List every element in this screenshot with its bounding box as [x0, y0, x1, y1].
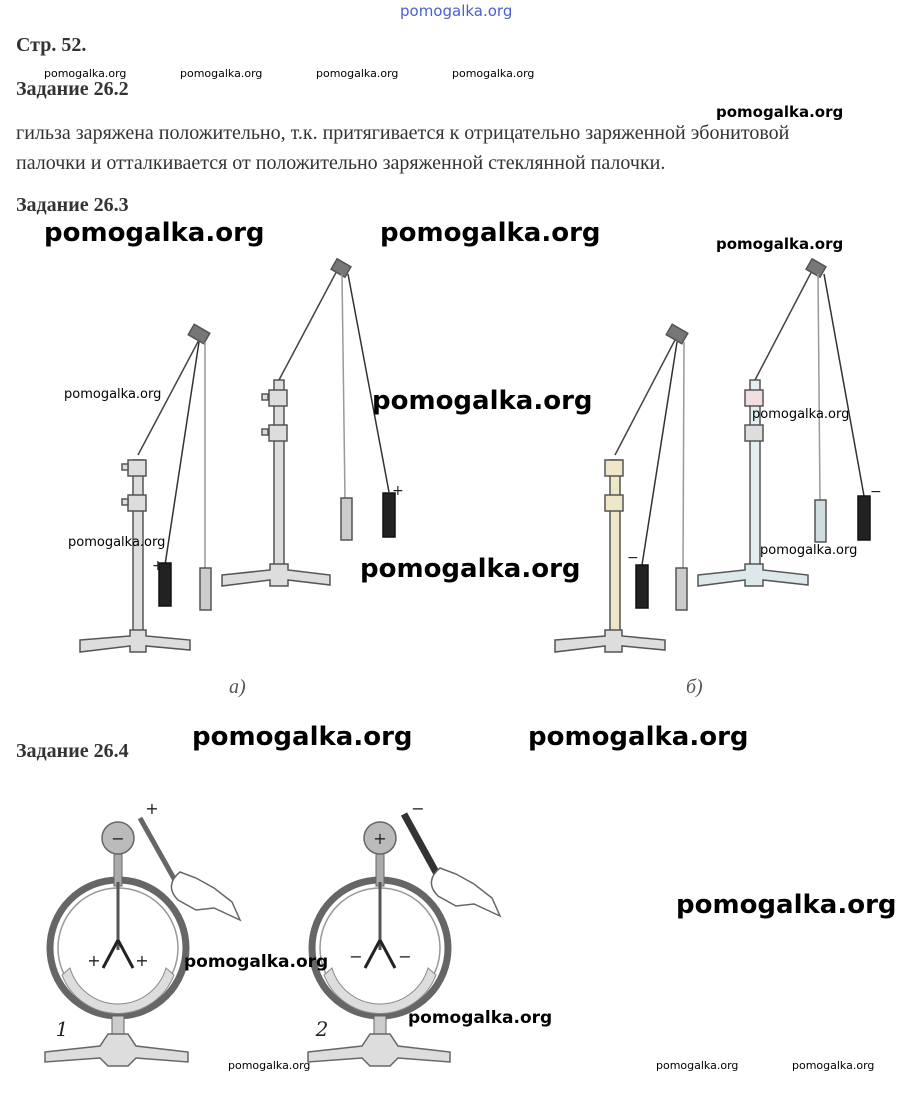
watermark: pomogalka.org [656, 1059, 739, 1072]
watermark: pomogalka.org [760, 543, 858, 558]
e2-ball-sign: + [373, 829, 386, 848]
e1-leaf-right: + [135, 951, 148, 970]
e1-rod-sign: + [145, 799, 158, 818]
watermark: pomogalka.org [180, 67, 263, 80]
label-1: 1 [56, 1017, 69, 1041]
stand-a-left [79, 323, 212, 653]
electroscope-2 [307, 812, 502, 1067]
watermark: pomogalka.org [192, 722, 413, 752]
page-label: Стр. 52. [16, 34, 87, 56]
task-26-2-line-2: палочки и отталкивается от положительно … [16, 152, 666, 174]
e2-rod-sign: − [411, 799, 424, 818]
watermark: pomogalka.org [408, 1008, 553, 1028]
label-2: 2 [315, 1017, 329, 1041]
figure-26-4: − + + + + − − − 1 2 [44, 799, 502, 1067]
watermark: pomogalka.org [752, 407, 850, 422]
watermark: pomogalka.org [716, 235, 844, 253]
watermark: pomogalka.org [64, 387, 162, 402]
electroscope-1 [44, 816, 242, 1067]
sign-a-right: + [392, 483, 404, 499]
figure-26-3: + + − − [79, 257, 882, 653]
stand-b-right [697, 257, 871, 587]
caption-a: а) [229, 676, 246, 698]
watermark: pomogalka.org [372, 386, 593, 416]
watermark: pomogalka.org [452, 67, 535, 80]
task-26-2-title: Задание 26.2 [16, 78, 129, 100]
watermark: pomogalka.org [360, 554, 581, 584]
sign-b-right: − [870, 484, 882, 500]
task-26-2-line-1: гильза заряжена положительно, т.к. притя… [16, 122, 790, 144]
e1-ball-sign: − [111, 829, 124, 848]
task-26-2-text: гильза заряжена положительно, т.к. притя… [16, 118, 916, 178]
watermark: pomogalka.org [676, 890, 897, 920]
stand-a-right [221, 257, 396, 587]
watermark: pomogalka.org [380, 218, 601, 248]
watermark: pomogalka.org [716, 103, 844, 121]
watermark: pomogalka.org [184, 952, 329, 972]
watermark: pomogalka.org [44, 67, 127, 80]
watermark: pomogalka.org [228, 1059, 311, 1072]
sign-b-left: − [627, 550, 639, 566]
watermark: pomogalka.org [528, 722, 749, 752]
e2-leaf-right: − [398, 947, 411, 966]
header-watermark: pomogalka.org [400, 2, 513, 20]
caption-b: б) [686, 676, 703, 698]
stand-b-left [554, 323, 689, 653]
watermark: pomogalka.org [316, 67, 399, 80]
task-26-3-title: Задание 26.3 [16, 194, 129, 216]
task-26-4-title: Задание 26.4 [16, 740, 129, 762]
e1-leaf-left: + [87, 951, 100, 970]
sign-a-left: + [152, 558, 164, 574]
watermark: pomogalka.org [792, 1059, 875, 1072]
watermark: pomogalka.org [68, 535, 166, 550]
e2-leaf-left: − [349, 947, 362, 966]
watermark: pomogalka.org [44, 218, 265, 248]
